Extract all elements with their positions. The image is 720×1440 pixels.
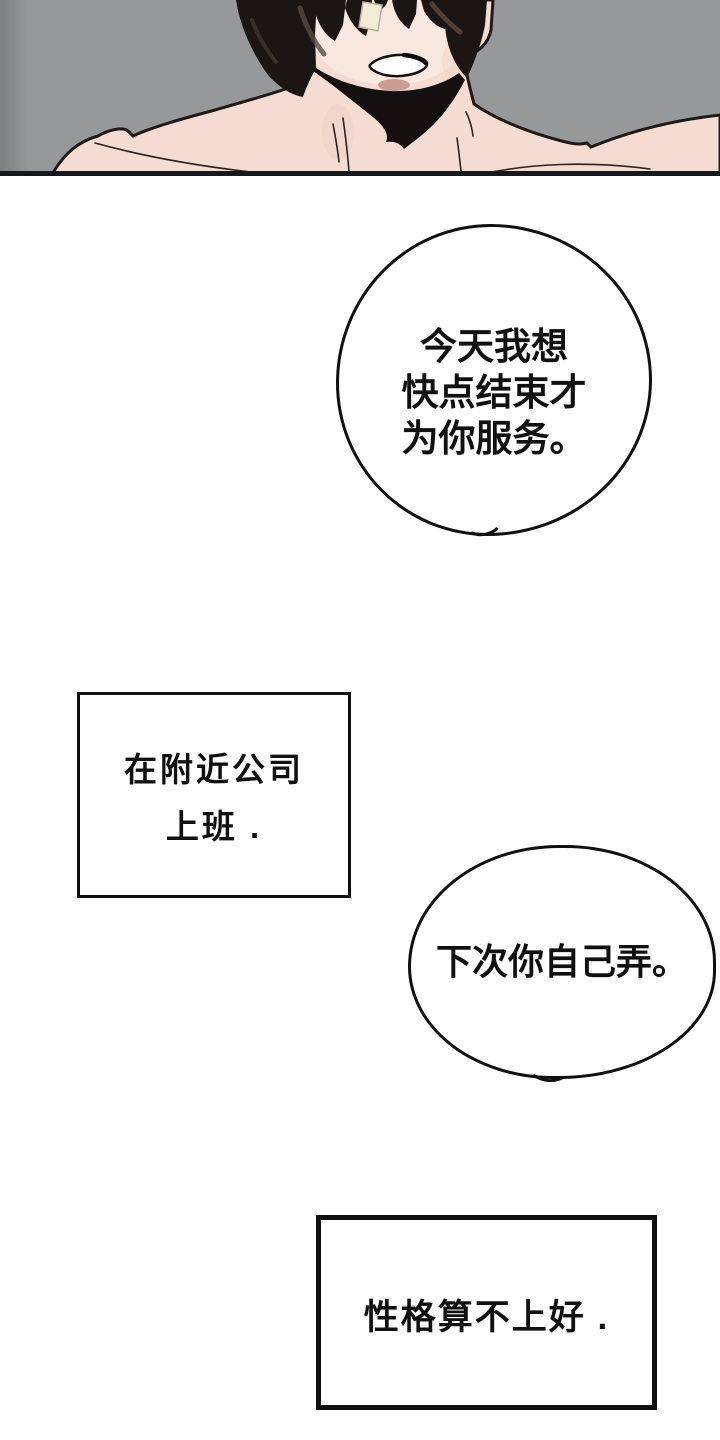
hair xyxy=(236,0,487,97)
bubble-1-line-3: 为你服务。 xyxy=(401,418,587,459)
chin-shadow xyxy=(378,79,410,91)
wall-shadow xyxy=(0,0,30,171)
caption-box-top: 在附近公司 上班 . xyxy=(77,692,351,898)
mouth xyxy=(368,52,429,78)
collarbone-lines xyxy=(94,111,651,171)
bubble-2-line-1: 在附近公司 xyxy=(124,751,304,788)
bandage xyxy=(358,1,383,32)
bubble-4-line-1: 性格算不上好 . xyxy=(363,1298,610,1337)
speech-bubble-ellipse: 下次你自己弄。 xyxy=(408,845,716,1079)
comic-panel-portrait xyxy=(0,0,720,176)
caption-box-bottom: 性格算不上好 . xyxy=(316,1215,657,1410)
bubble-1-line-2: 快点结束才 xyxy=(401,372,587,413)
speech-bubble-round: 今天我想 快点结束才 为你服务。 xyxy=(336,224,652,536)
hair-highlights xyxy=(250,1,463,64)
jaw-shadow xyxy=(313,68,465,149)
man-gritting-teeth-illustration xyxy=(0,0,720,171)
bubble-3-line-1: 下次你自己弄。 xyxy=(435,941,688,982)
bubble-2-line-2: 上班 . xyxy=(165,808,263,845)
bubble-1-line-1: 今天我想 xyxy=(420,326,568,367)
